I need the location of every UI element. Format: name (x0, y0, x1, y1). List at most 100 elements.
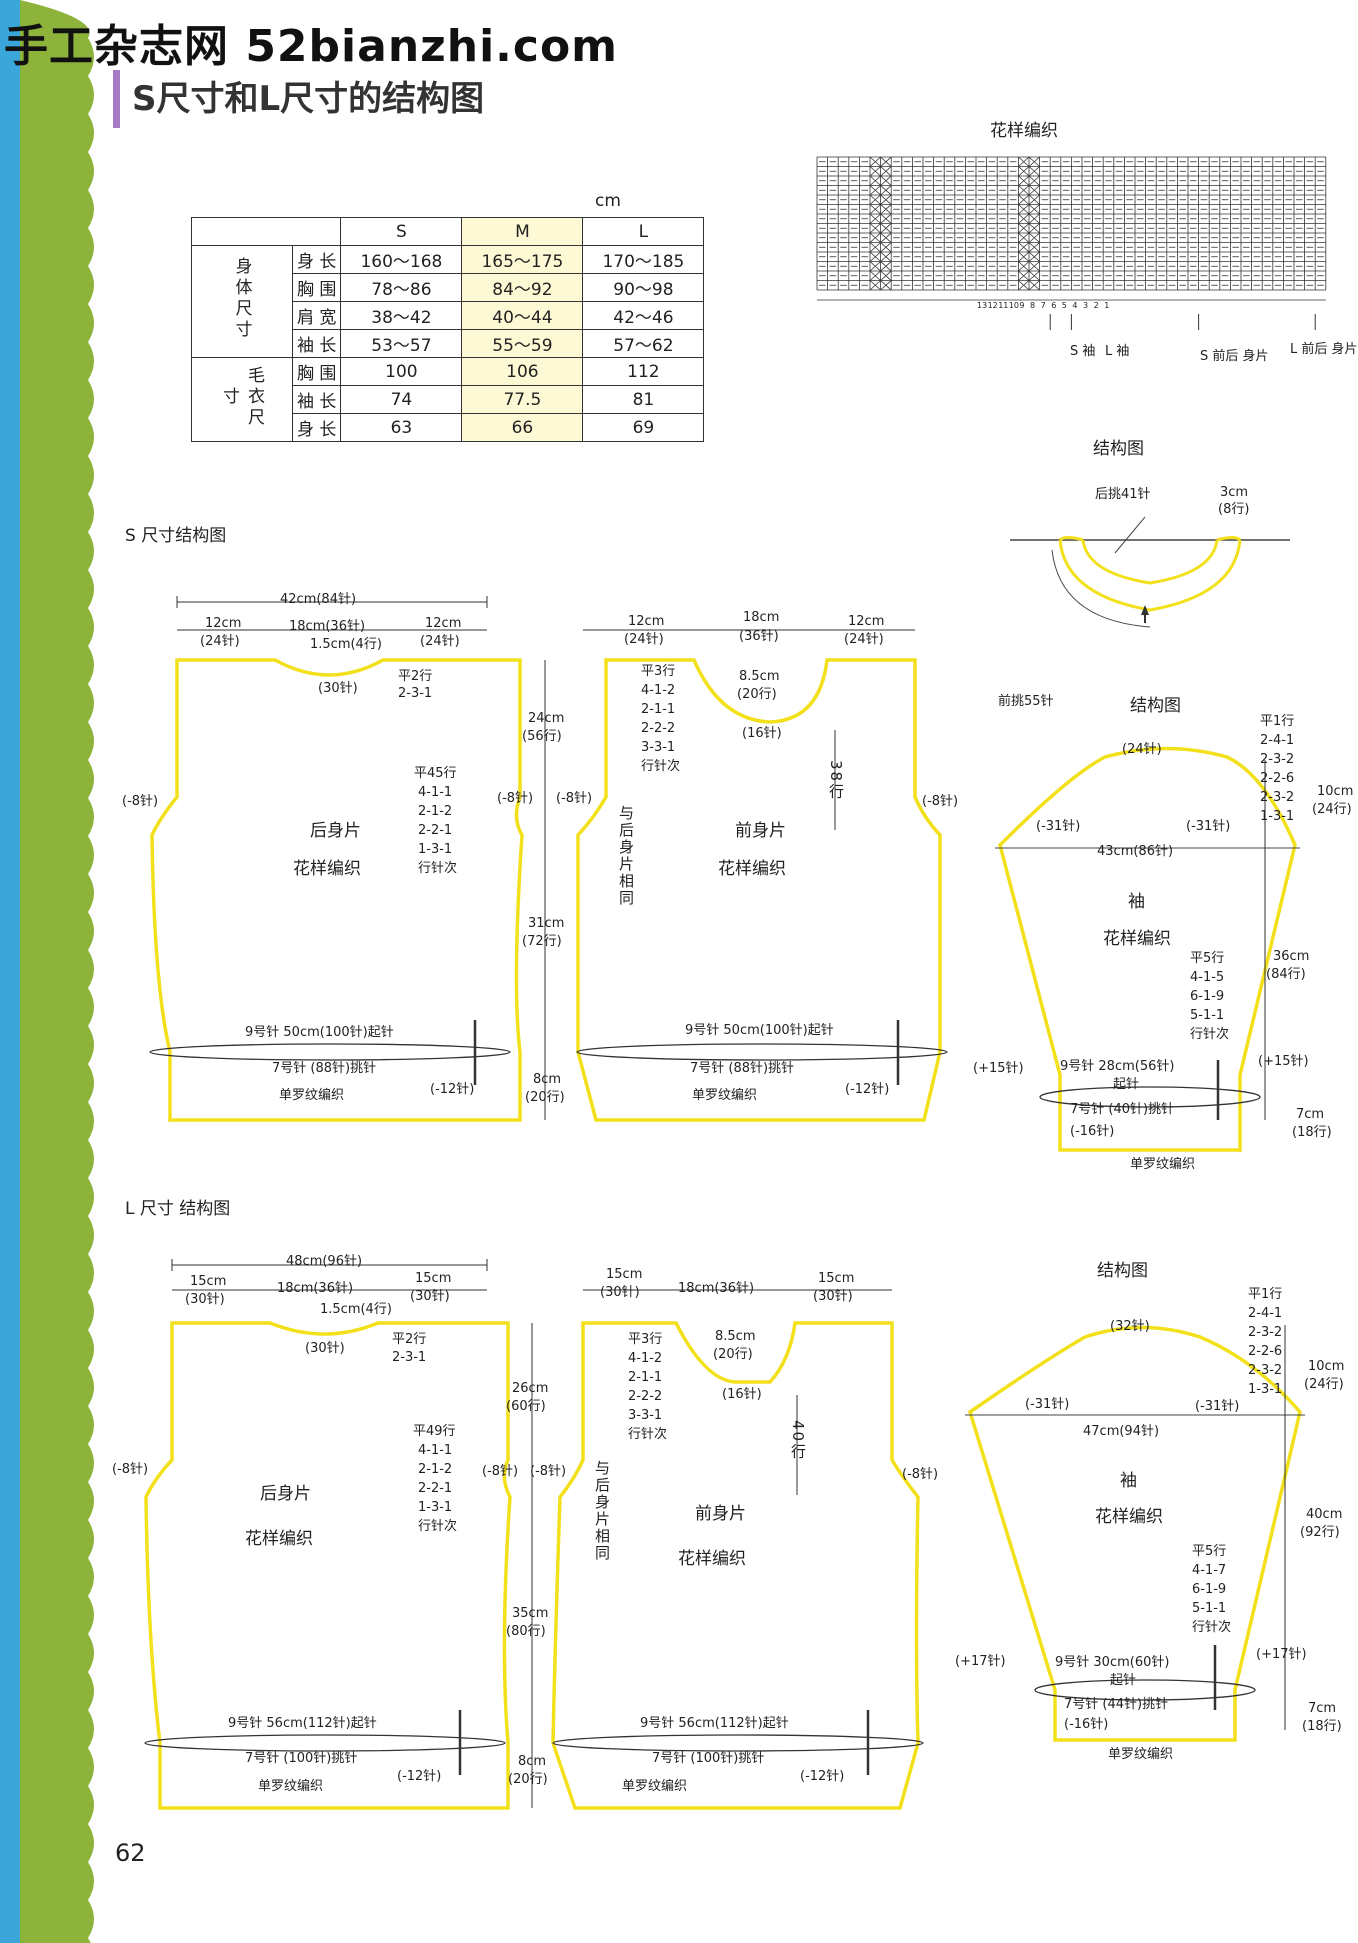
l-back-width: 48cm(96针) (286, 1254, 363, 1269)
s-sleeve-inc-l: (+15针) (973, 1061, 1024, 1076)
l-front-nd-1: 4-1-2 (628, 1351, 663, 1366)
page-number: 62 (115, 1839, 146, 1867)
s-back-ah-1: 4-1-1 (418, 785, 453, 800)
s-sleeve-pickup: 7号针 (40针)挑针 (1070, 1102, 1175, 1117)
s-back-neck-st: (30针) (318, 681, 358, 696)
l-sleeve-inc-3: 5-1-1 (1192, 1601, 1227, 1616)
s-sleeve-inc-2: 6-1-9 (1190, 989, 1225, 1004)
chart-col-number: 13 (977, 301, 987, 310)
l-front-nd-5: 行针次 (628, 1427, 668, 1442)
l-sleeve-inc-2: 6-1-9 (1192, 1582, 1227, 1597)
s-sleeve-inc-4: 行针次 (1190, 1027, 1230, 1042)
l-sleeve-pickup: 7号针 (44针)挑针 (1064, 1697, 1169, 1712)
s-front-nd-4: 3-3-1 (641, 740, 676, 755)
l-back-neck-dec-1: 2-3-1 (392, 1350, 427, 1365)
pattern-chart-title: 花样编织 (990, 121, 1058, 141)
l-back-outline (144, 1321, 512, 1810)
s-back-shoulder-r-st: (24针) (420, 634, 460, 649)
chart-col-number: 1 (1104, 301, 1109, 310)
s-back-ah-4: 1-3-1 (418, 842, 453, 857)
l-sleeve-title: 结构图 (1097, 1261, 1148, 1281)
l-front-shoulder-r-st: (30针) (813, 1289, 853, 1304)
s-back-ah-3: 2-2-1 (418, 823, 453, 838)
s-sleeve-inc-0: 平5行 (1190, 951, 1225, 966)
l-back-ah-0: 平49行 (413, 1424, 456, 1439)
collar-height: 3cm (1220, 485, 1249, 500)
l-sleeve-cap-rows: (24行) (1304, 1377, 1344, 1392)
pointer-s-body: S 前后 身片 (1200, 349, 1269, 364)
s-sleeve-rib: 单罗纹编织 (1130, 1157, 1196, 1172)
l-back-rib-dec: (-12针) (397, 1769, 442, 1784)
row-label: 袖 长 (291, 329, 342, 358)
l-back-rib: 单罗纹编织 (258, 1779, 324, 1794)
l-back-ah-1: 4-1-1 (418, 1443, 453, 1458)
s-sleeve-inc-1: 4-1-5 (1190, 970, 1225, 985)
l-sleeve-cast-on: 9号针 30cm(60针) (1055, 1655, 1170, 1670)
l-back-pickup: 7号针 (100针)挑针 (245, 1751, 358, 1766)
l-sleeve-inc-4: 行针次 (1192, 1620, 1232, 1635)
l-sleeve-length-rows: (92行) (1300, 1525, 1340, 1540)
s-front-nd-3: 2-2-2 (641, 721, 676, 736)
l-back-ah-2: 2-1-2 (418, 1462, 453, 1477)
s-front-shoulder-r-st: (24针) (844, 632, 884, 647)
page-title: S尺寸和L尺寸的结构图 (132, 79, 485, 119)
l-front-nd-4: 3-3-1 (628, 1408, 663, 1423)
s-front-cast-on: 9号针 50cm(100针)起针 (685, 1023, 834, 1038)
s-front-depth: 38行 (827, 760, 845, 801)
s-sleeve-outline (998, 746, 1297, 1152)
l-sleeve-cap-4: 2-3-2 (1248, 1363, 1283, 1378)
l-back-ah-h: 26cm (512, 1381, 549, 1396)
s-back-body-rows: (72行) (522, 934, 562, 949)
s-back-ah-5: 行针次 (418, 861, 458, 876)
l-sleeve-rib-rows: (18行) (1302, 1719, 1342, 1734)
l-back-ah-5: 行针次 (418, 1519, 458, 1534)
s-front-side-l: (-8针) (556, 791, 593, 806)
chart-col-number: 2 (1094, 301, 1099, 310)
s-back-width: 42cm(84针) (280, 592, 357, 607)
s-sleeve-top: (24针) (1122, 742, 1162, 757)
s-front-neck-st: (36针) (739, 629, 779, 644)
s-back-rib-dec: (-12针) (430, 1082, 475, 1097)
s-sleeve-cap-1: 2-4-1 (1260, 733, 1295, 748)
l-sleeve-inc-1: 4-1-7 (1192, 1563, 1227, 1578)
s-back-body-h: 31cm (528, 916, 565, 931)
s-front-neck-bottom: (16针) (742, 726, 782, 741)
s-sleeve-cast-on2: 起针 (1113, 1077, 1140, 1092)
s-front-rib: 单罗纹编织 (692, 1088, 758, 1103)
s-sleeve-name: 袖 (1128, 892, 1145, 912)
l-sleeve-width: 47cm(94针) (1083, 1424, 1160, 1439)
s-front-note: 与后身片相同 (617, 805, 635, 907)
group2-label: 毛衣尺寸 (219, 365, 264, 429)
s-sleeve-cap-0: 平1行 (1260, 714, 1295, 729)
s-sleeve-pattern: 花样编织 (1103, 929, 1171, 949)
l-front-outline (551, 1321, 920, 1810)
l-back-body-h: 35cm (512, 1606, 549, 1621)
chart-col-number: 9 (1019, 301, 1024, 310)
chart-col-number: 11 (998, 301, 1008, 310)
l-front-depth: 40行 (789, 1420, 807, 1461)
s-sleeve-length: 36cm (1273, 949, 1310, 964)
l-front-neck-rows: (20行) (713, 1347, 753, 1362)
chart-cells (816, 156, 1327, 301)
s-front-nd-0: 平3行 (641, 664, 676, 679)
s-back-side-r: (-8针) (497, 791, 534, 806)
s-sleeve-cast-on: 9号针 28cm(56针) (1060, 1059, 1175, 1074)
l-back-neck: 18cm(36针) (277, 1281, 354, 1296)
l-sleeve-rib-dec: (-16针) (1064, 1717, 1109, 1732)
table-cell: 106 (461, 357, 584, 386)
s-back-ah-2: 2-1-2 (418, 804, 453, 819)
s-sleeve-cap-5: 1-3-1 (1260, 809, 1295, 824)
s-sleeve-rib-rows: (18行) (1292, 1125, 1332, 1140)
collar-rows: (8行) (1218, 502, 1250, 517)
l-sleeve-name: 袖 (1120, 1471, 1137, 1491)
pointer-l-body: L 前后 身片 (1290, 342, 1358, 357)
l-back-ah-rows: (60行) (506, 1399, 546, 1414)
s-back-rib-rows: (20行) (525, 1090, 565, 1105)
l-front-name: 前身片 (695, 1504, 746, 1524)
l-sleeve-inc-r: (+17针) (1256, 1647, 1307, 1662)
l-sleeve-cast-on2: 起针 (1110, 1673, 1137, 1688)
s-heading: S 尺寸结构图 (125, 526, 227, 546)
l-front-shoulder-l-st: (30针) (600, 1285, 640, 1300)
table-cell: 77.5 (461, 385, 584, 414)
